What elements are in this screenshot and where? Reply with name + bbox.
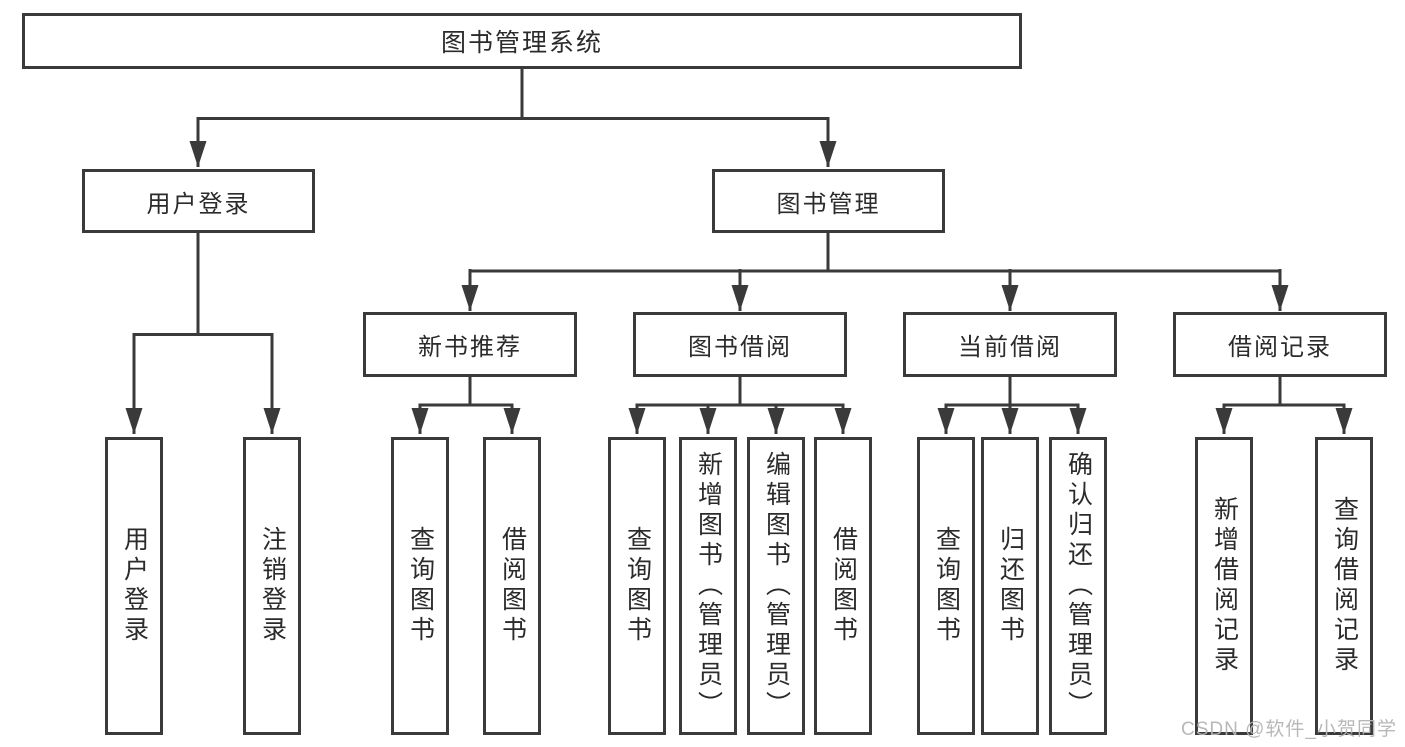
leaf-user-login: 用户登录 [105,437,163,735]
leaf-logout: 注销登录 [243,437,301,735]
leaf-confirm-return-admin: 确认归还（管理员） [1049,437,1107,735]
leaf-add-borrow-record: 新增借阅记录 [1195,437,1253,735]
leaf-query-books-borrowing-label: 查询图书 [623,526,652,646]
leaf-borrow-books-recommend: 借阅图书 [483,437,541,735]
leaf-add-borrow-record-label: 新增借阅记录 [1210,496,1239,676]
leaf-query-books-current-label: 查询图书 [932,526,961,646]
leaf-confirm-return-admin-label: 确认归还（管理员） [1064,451,1093,721]
leaf-query-borrow-record-label: 查询借阅记录 [1330,496,1359,676]
leaf-borrow-books-recommend-label: 借阅图书 [498,526,527,646]
node-book-management: 图书管理 [712,169,945,233]
leaf-return-books-label: 归还图书 [996,526,1025,646]
csdn-watermark: CSDN @软件_小贺同学 [1181,719,1397,740]
node-current-borrowing: 当前借阅 [903,312,1117,377]
leaf-user-login-label: 用户登录 [120,526,149,646]
node-new-book-recommendation: 新书推荐 [363,312,577,377]
leaf-query-books-recommend-label: 查询图书 [406,526,435,646]
leaf-query-books-recommend: 查询图书 [391,437,449,735]
leaf-add-books-admin: 新增图书（管理员） [679,437,737,735]
node-borrowing-records: 借阅记录 [1173,312,1387,377]
leaf-add-books-admin-label: 新增图书（管理员） [694,451,723,721]
leaf-logout-label: 注销登录 [258,526,287,646]
leaf-query-borrow-record: 查询借阅记录 [1315,437,1373,735]
leaf-return-books: 归还图书 [981,437,1039,735]
node-library-management-system: 图书管理系统 [22,13,1022,69]
leaf-borrow-books-borrowing-label: 借阅图书 [829,526,858,646]
node-user-login: 用户登录 [82,169,315,233]
leaf-borrow-books-borrowing: 借阅图书 [814,437,872,735]
leaf-query-books-borrowing: 查询图书 [608,437,666,735]
leaf-edit-books-admin: 编辑图书（管理员） [747,437,805,735]
node-book-borrowing: 图书借阅 [633,312,847,377]
leaf-edit-books-admin-label: 编辑图书（管理员） [762,451,791,721]
leaf-query-books-current: 查询图书 [917,437,975,735]
